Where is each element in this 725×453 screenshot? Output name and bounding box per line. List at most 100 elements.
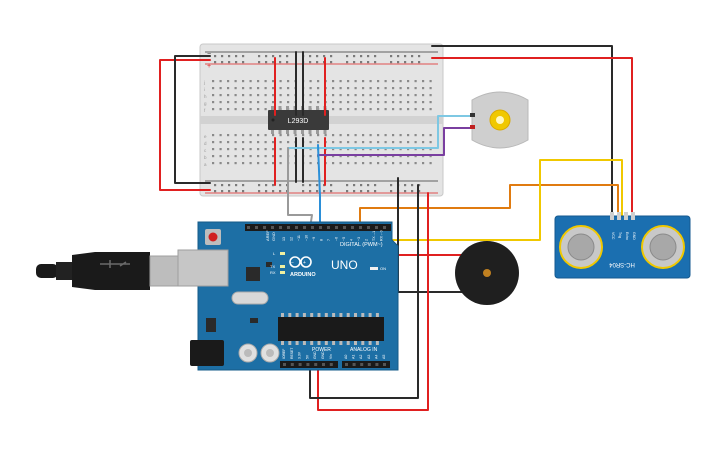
usb-cable-end bbox=[36, 264, 58, 278]
wire-black-gnd[interactable] bbox=[309, 184, 419, 399]
wire-lightblue-motor[interactable] bbox=[287, 115, 475, 149]
uno-label: UNO bbox=[331, 258, 358, 272]
terminal-hole bbox=[264, 80, 267, 83]
terminal-hole bbox=[317, 141, 320, 144]
terminal-hole bbox=[392, 108, 395, 111]
rail-hole bbox=[279, 55, 282, 58]
terminal-hole bbox=[407, 141, 410, 144]
terminal-hole bbox=[279, 141, 282, 144]
row-letter: h bbox=[204, 94, 207, 99]
l293d-chip[interactable]: L293D bbox=[268, 106, 329, 134]
terminal-hole bbox=[384, 94, 387, 97]
rail-hole bbox=[367, 55, 370, 58]
terminal-hole bbox=[242, 87, 245, 90]
wire-red-left-rail[interactable] bbox=[159, 59, 211, 191]
terminal-hole bbox=[332, 134, 335, 137]
piezo-buzzer[interactable] bbox=[455, 241, 519, 305]
aref-label: AREF bbox=[265, 230, 270, 241]
digital-pin-label: ~9 bbox=[312, 237, 316, 241]
rail-hole bbox=[316, 55, 319, 58]
analog-pin-label: A1 bbox=[352, 355, 356, 359]
wire-purple-motor[interactable] bbox=[317, 127, 475, 156]
rail-hole bbox=[286, 61, 289, 64]
terminal-hole bbox=[399, 101, 402, 104]
terminal-hole bbox=[377, 87, 380, 90]
terminal-hole bbox=[212, 155, 215, 158]
rail-hole bbox=[346, 55, 349, 58]
rail-hole bbox=[235, 61, 238, 64]
header-hole bbox=[295, 226, 298, 229]
terminal-hole bbox=[339, 155, 342, 158]
terminal-hole bbox=[264, 155, 267, 158]
terminal-hole bbox=[347, 155, 350, 158]
mcu-pin bbox=[346, 313, 350, 317]
analog-pin-label: A3 bbox=[367, 355, 371, 359]
terminal-hole bbox=[369, 162, 372, 165]
terminal-hole bbox=[369, 155, 372, 158]
rail-hole bbox=[302, 190, 305, 193]
led-l bbox=[280, 252, 285, 255]
terminal-hole bbox=[399, 94, 402, 97]
power-pin-label: 3.3V bbox=[298, 351, 302, 359]
terminal-hole bbox=[339, 101, 342, 104]
terminal-hole bbox=[384, 87, 387, 90]
terminal-hole bbox=[242, 101, 245, 104]
rail-hole bbox=[316, 190, 319, 193]
terminal-hole bbox=[227, 101, 230, 104]
usb-cable[interactable] bbox=[36, 252, 181, 290]
mcu-pin bbox=[281, 341, 284, 345]
sensor-mesh-left bbox=[567, 233, 595, 261]
terminal-hole bbox=[362, 80, 365, 83]
digital-pin-label: RX←0 bbox=[380, 230, 384, 241]
terminal-hole bbox=[309, 155, 312, 158]
wire-red-5v[interactable] bbox=[317, 192, 429, 411]
terminal-hole bbox=[219, 94, 222, 97]
header-hole bbox=[367, 363, 371, 366]
terminal-hole bbox=[287, 87, 290, 90]
wire-blue-signal[interactable] bbox=[317, 144, 321, 229]
wire-orange-trig[interactable] bbox=[359, 184, 619, 229]
mcu-pin bbox=[302, 313, 306, 317]
terminal-hole bbox=[332, 155, 335, 158]
terminal-hole bbox=[242, 155, 245, 158]
mcu-pin bbox=[295, 313, 299, 317]
terminal-hole bbox=[234, 101, 237, 104]
terminal-hole bbox=[414, 155, 417, 158]
terminal-hole bbox=[377, 80, 380, 83]
terminal-hole bbox=[347, 108, 350, 111]
mcu-pin bbox=[332, 313, 336, 317]
mcu-pin bbox=[368, 313, 372, 317]
chip-pin bbox=[278, 106, 282, 110]
terminal-hole bbox=[362, 141, 365, 144]
rail-hole bbox=[360, 61, 363, 64]
wire-black-left-rail[interactable] bbox=[174, 55, 211, 184]
terminal-hole bbox=[392, 162, 395, 165]
crystal-oscillator bbox=[231, 291, 269, 305]
terminal-hole bbox=[219, 141, 222, 144]
rail-hole bbox=[346, 190, 349, 193]
rail-hole bbox=[214, 61, 217, 64]
rail-hole bbox=[323, 190, 326, 193]
terminal-hole bbox=[219, 108, 222, 111]
analog-header bbox=[342, 361, 390, 368]
rail-hole bbox=[228, 190, 231, 193]
terminal-hole bbox=[392, 94, 395, 97]
terminal-hole bbox=[242, 162, 245, 165]
header-hole bbox=[303, 226, 306, 229]
terminal-hole bbox=[317, 87, 320, 90]
terminal-hole bbox=[242, 80, 245, 83]
header-hole bbox=[375, 363, 379, 366]
wire-red-sensor-vcc[interactable] bbox=[431, 57, 633, 219]
header-hole bbox=[290, 363, 294, 366]
mcu-pin bbox=[310, 313, 314, 317]
row-letter: d bbox=[204, 141, 207, 146]
terminal-hole bbox=[234, 80, 237, 83]
dc-motor[interactable] bbox=[470, 91, 529, 149]
terminal-hole bbox=[249, 148, 252, 151]
terminal-hole bbox=[264, 148, 267, 151]
header-hole bbox=[283, 363, 286, 366]
terminal-hole bbox=[414, 148, 417, 151]
